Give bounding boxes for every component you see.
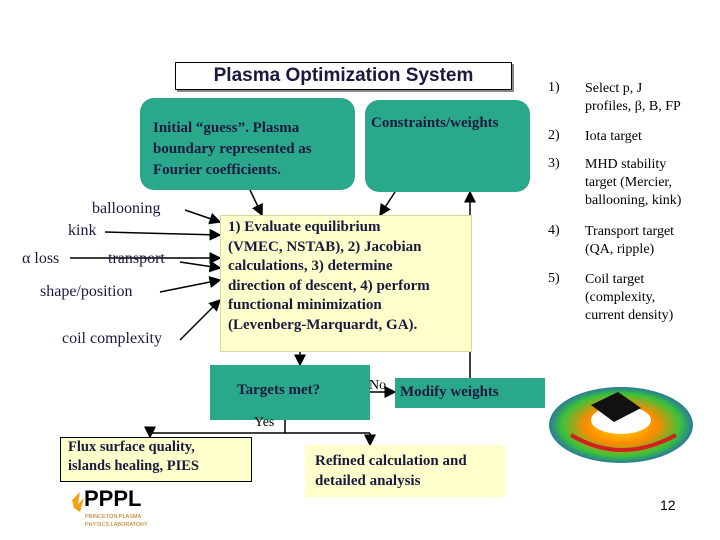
- constraints-label: Constraints/weights: [371, 115, 499, 131]
- list-item-1-line-1: Select p, J: [585, 81, 643, 96]
- list-item-2-line-1: Iota target: [585, 129, 642, 144]
- label-alpha-loss: α loss: [22, 250, 60, 267]
- refined-line-1: Refined calculation and: [315, 453, 467, 469]
- initial-guess-line-1: Initial “guess”. Plasma: [153, 120, 300, 136]
- list-num-5: 5): [548, 271, 560, 286]
- pppl-logo: PPPL PRINCETON PLASMA PHYSICS LABORATORY: [70, 482, 150, 530]
- flux-line-2: islands healing, PIES: [68, 458, 199, 474]
- label-coil-complexity: coil complexity: [62, 330, 162, 347]
- evaluate-line-2: (VMEC, NSTAB), 2) Jacobian: [228, 238, 422, 255]
- arrow-shape: [159, 276, 222, 293]
- targets-met-label: Targets met?: [237, 382, 321, 398]
- yes-label: Yes: [254, 415, 275, 430]
- svg-text:PPPL: PPPL: [84, 486, 141, 511]
- no-label: No: [369, 378, 387, 393]
- list-item-3-line-2: target (Mercier,: [585, 175, 673, 190]
- evaluate-line-3: calculations, 3) determine: [228, 258, 393, 275]
- evaluate-line-6: (Levenberg-Marquardt, GA).: [228, 316, 418, 333]
- arrow-transport: [179, 260, 222, 273]
- list-item-5-line-1: Coil target: [585, 272, 645, 287]
- list-item-3: MHD stability target (Mercier, balloonin…: [585, 156, 720, 210]
- flux-line-1: Flux surface quality,: [68, 439, 195, 455]
- list-item-1: Select p, J profiles, β, B, FP: [585, 80, 720, 116]
- evaluate-box: 1) Evaluate equilibrium (VMEC, NSTAB), 2…: [220, 215, 472, 352]
- list-item-5: Coil target (complexity, current density…: [585, 271, 720, 325]
- list-num-4: 4): [548, 223, 560, 238]
- modify-weights-box: Modify weights: [395, 378, 545, 408]
- refined-box: Refined calculation and detailed analysi…: [305, 445, 505, 497]
- initial-guess-line-3: Fourier coefficients.: [153, 162, 282, 178]
- list-num-3: 3): [548, 156, 560, 171]
- list-item-4-line-2: (QA, ripple): [585, 242, 655, 257]
- label-shape-position: shape/position: [40, 283, 133, 300]
- arrow-ballooning: [184, 209, 222, 225]
- list-item-5-line-3: current density): [585, 308, 674, 323]
- label-kink: kink: [68, 222, 97, 239]
- arrow-coil: [179, 298, 222, 341]
- label-ballooning: ballooning: [92, 200, 161, 217]
- evaluate-line-5: functional minimization: [228, 297, 382, 314]
- refined-line-2: detailed analysis: [315, 473, 421, 489]
- list-item-5-line-2: (complexity,: [585, 290, 656, 305]
- initial-guess-line-2: boundary represented as: [153, 141, 312, 157]
- stellarator-image: [549, 387, 693, 463]
- evaluate-line-4: direction of descent, 4) perform: [228, 277, 430, 294]
- evaluate-line-1: 1) Evaluate equilibrium: [228, 219, 381, 235]
- label-transport: transport: [108, 250, 165, 267]
- page-title: Plasma Optimization System: [213, 65, 474, 86]
- arrow-initial-eval: [249, 189, 263, 217]
- page-number: 12: [660, 497, 676, 513]
- svg-text:PHYSICS LABORATORY: PHYSICS LABORATORY: [85, 522, 148, 528]
- svg-text:PRINCETON PLASMA: PRINCETON PLASMA: [85, 514, 141, 520]
- constraints-box: Constraints/weights: [365, 100, 530, 192]
- pppl-logo-graphic: PPPL PRINCETON PLASMA PHYSICS LABORATORY: [72, 486, 148, 528]
- modify-weights-label: Modify weights: [400, 384, 499, 400]
- list-item-3-line-3: ballooning, kink): [585, 193, 682, 208]
- list-item-2: Iota target: [585, 128, 720, 146]
- flux-surface-box: Flux surface quality, islands healing, P…: [60, 437, 252, 482]
- arrow-constraints-eval: [379, 191, 396, 217]
- list-item-3-line-1: MHD stability: [585, 157, 667, 172]
- list-num-2: 2): [548, 128, 560, 143]
- list-item-1-line-2: profiles, β, B, FP: [585, 99, 681, 114]
- initial-guess-box: Initial “guess”. Plasma boundary represe…: [140, 98, 355, 190]
- arrow-kink: [104, 228, 222, 241]
- list-num-1: 1): [548, 80, 560, 95]
- list-item-4: Transport target (QA, ripple): [585, 223, 720, 259]
- initial-guess-text: Initial “guess”. Plasma boundary represe…: [140, 98, 355, 181]
- title-box: Plasma Optimization System: [175, 62, 512, 90]
- list-item-4-line-1: Transport target: [585, 224, 675, 239]
- targets-met-box: Targets met?: [210, 365, 370, 420]
